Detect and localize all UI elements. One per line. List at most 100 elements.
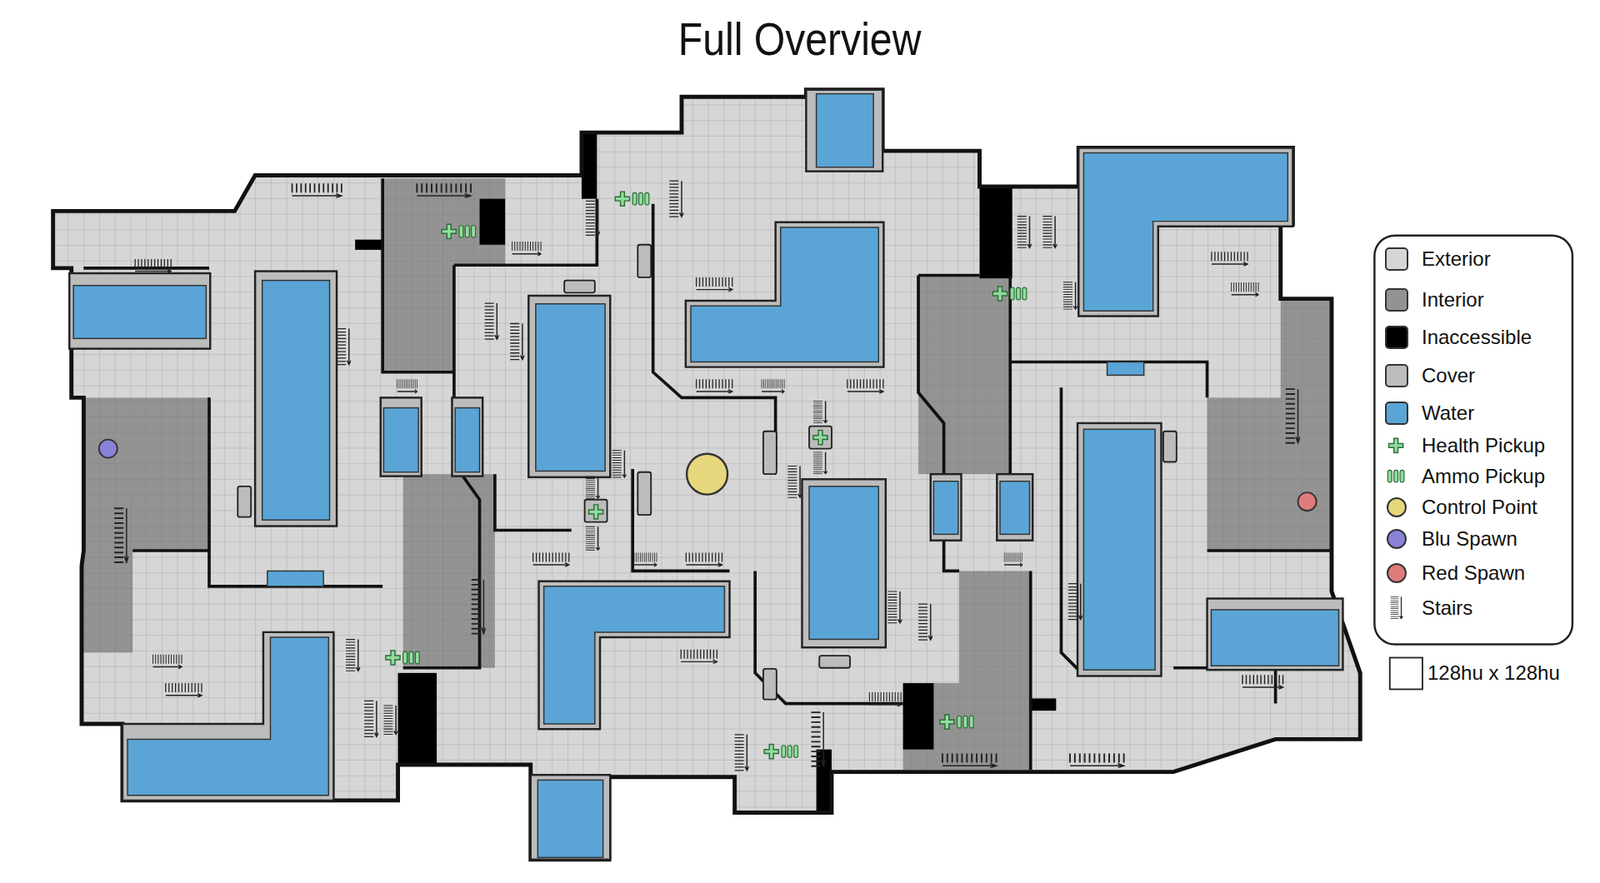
legend-scale-sample — [1390, 657, 1423, 690]
stairs-icon — [471, 580, 486, 635]
stairs-icon — [735, 735, 750, 771]
wall — [454, 199, 597, 266]
pickups — [385, 191, 1027, 760]
map-boundary — [53, 90, 1361, 860]
cover-rim — [528, 295, 610, 478]
stairs-icon — [761, 379, 785, 394]
legend-label: Blu Spawn — [1421, 526, 1518, 552]
cover-prop — [1163, 431, 1177, 463]
stairs-icon — [696, 277, 733, 292]
inaccessible-area — [398, 673, 438, 765]
wall — [83, 266, 210, 270]
stairs-icon — [787, 465, 802, 498]
inaccessible-area — [480, 199, 506, 245]
health-pickup — [940, 715, 955, 730]
health-pickup — [441, 224, 456, 239]
legend-label: Interior — [1421, 287, 1485, 313]
stairs-icon — [585, 526, 600, 550]
cover-prop — [637, 472, 651, 515]
stairs-icon — [135, 259, 171, 274]
cover-rim — [530, 775, 611, 860]
inaccessible-area — [980, 186, 1013, 279]
stairs-icon — [416, 183, 471, 198]
wall — [918, 274, 980, 278]
water-pool — [535, 304, 605, 472]
ammo-pickup — [459, 225, 476, 239]
legend-label: Control Point — [1421, 495, 1538, 520]
cover-rim — [930, 474, 962, 541]
stairs-icon — [847, 379, 884, 394]
stairs-icon — [869, 692, 901, 707]
cover-rim — [1207, 598, 1344, 670]
stairs-icon — [1017, 216, 1032, 249]
stairs-icon — [1068, 584, 1083, 620]
cover-rim — [69, 273, 210, 350]
water-pool — [383, 408, 419, 473]
legend-label: Stairs — [1421, 595, 1473, 621]
water-pool — [1000, 481, 1030, 535]
stairs-icon — [942, 754, 997, 769]
legend-swatch — [1385, 401, 1409, 425]
legend-label: Exterior — [1421, 246, 1491, 272]
water-pool — [1083, 429, 1155, 670]
stairs-icon — [165, 683, 202, 698]
water-pool — [1210, 610, 1339, 666]
cover-rim — [255, 271, 337, 527]
health-pickup — [589, 505, 604, 520]
stairs-icon — [153, 655, 182, 670]
stairs-icon — [612, 450, 627, 478]
legend-label: Health Pickup — [1421, 433, 1545, 459]
wall — [132, 549, 210, 553]
wall — [1010, 362, 1207, 399]
water-pool — [1083, 153, 1288, 312]
water-pool — [1107, 362, 1145, 376]
stairs-icon — [918, 604, 933, 640]
wall — [495, 474, 572, 530]
water-pool — [809, 486, 879, 640]
wall — [1029, 570, 1033, 770]
stairs-icon — [383, 705, 398, 735]
stairs-icon — [1242, 675, 1283, 690]
cover-rim — [451, 397, 483, 476]
wall — [918, 275, 960, 571]
water-pool — [73, 285, 206, 340]
control-point — [686, 454, 728, 495]
stairs-icon — [336, 329, 351, 365]
water-pool — [267, 570, 324, 586]
wall — [1173, 668, 1275, 705]
blu-spawn — [99, 440, 118, 459]
legend-swatch — [1385, 288, 1409, 312]
wall — [1207, 549, 1332, 553]
stairs — [114, 180, 1300, 771]
water-pool — [690, 227, 879, 363]
wall — [1008, 275, 1012, 475]
inaccessible-area — [581, 132, 597, 200]
legend-label: Cover — [1421, 363, 1475, 389]
legend-label: Water — [1421, 400, 1475, 426]
stairs-icon — [364, 700, 379, 737]
stairs-icon — [1063, 282, 1078, 310]
water-pool — [933, 481, 958, 535]
stairs-icon — [114, 508, 129, 563]
stairs-icon — [696, 379, 733, 394]
water-pool — [537, 780, 603, 858]
legend-swatch — [1385, 364, 1409, 388]
water-pools — [69, 90, 1343, 860]
stairs-icon — [510, 324, 525, 360]
cover-prop — [809, 426, 832, 450]
cover-rim — [1077, 423, 1161, 677]
cover-rim — [801, 479, 885, 648]
stairs-icon — [1211, 251, 1248, 266]
water-pool — [262, 280, 330, 521]
legend-label: 128hu x 128hu — [1427, 660, 1560, 686]
ammo-pickup — [957, 715, 975, 729]
stairs-icon — [634, 552, 657, 567]
stairs-icon — [1231, 282, 1259, 297]
stairs-icon — [669, 180, 684, 217]
cover-rim — [1078, 147, 1293, 316]
inaccessible-area — [1030, 698, 1057, 711]
stairs-icon — [1285, 389, 1300, 444]
map-title: Full Overview — [111, 11, 1488, 67]
inaccessible-area — [355, 240, 384, 250]
